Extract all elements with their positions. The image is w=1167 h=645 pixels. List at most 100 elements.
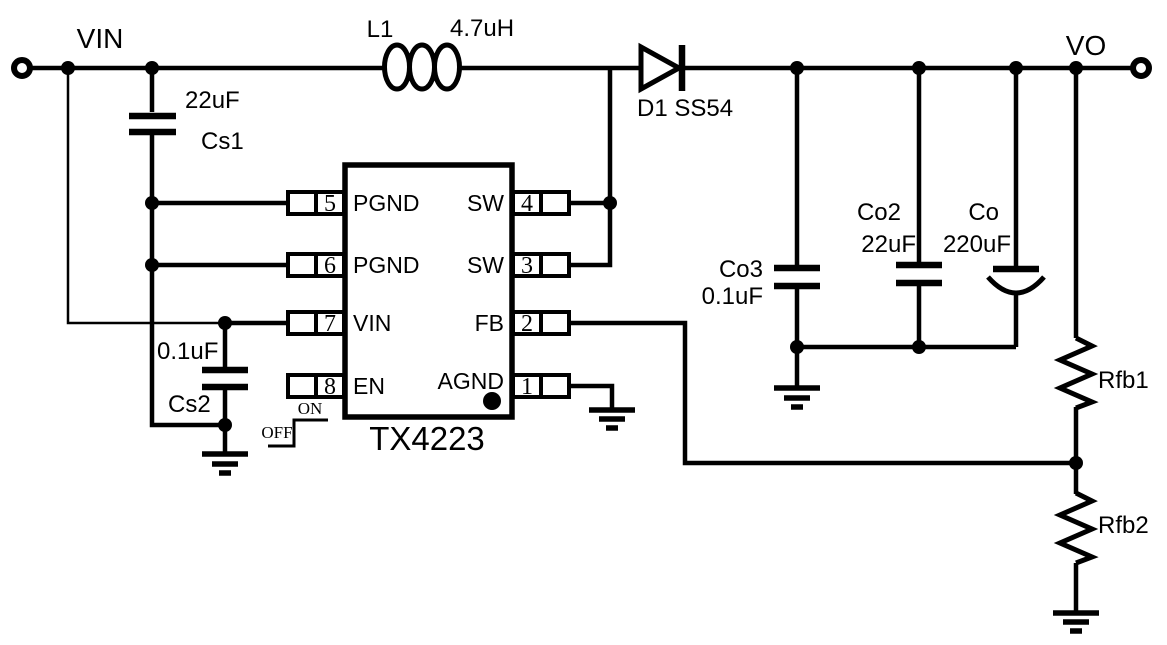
pin5-number: 5 [324, 191, 336, 217]
junction-dot [218, 418, 232, 432]
junction-dot [1069, 456, 1083, 470]
capacitor-cs1: 22uF Cs1 [129, 87, 244, 155]
vo-terminal-circle [1130, 57, 1152, 79]
pin7-outer-box [286, 310, 318, 336]
co-ref-label: Co [968, 199, 999, 226]
pin5-label: PGND [353, 190, 419, 216]
capacitor-cs2: 0.1uF Cs2 [157, 338, 248, 418]
junction-dot [61, 61, 75, 75]
pin1-number: 1 [521, 374, 533, 400]
co2-ref-label: Co2 [857, 199, 901, 226]
cs2-ref-label: Cs2 [168, 391, 211, 418]
vin-terminal-circle [11, 57, 33, 79]
pin8-number-box [314, 373, 346, 399]
pin1-label: AGND [438, 368, 504, 394]
cs1-value-label: 22uF [185, 87, 240, 114]
inductor-coil-loop [382, 42, 412, 92]
wire-vin-sense [66, 68, 225, 325]
co3-value-label: 0.1uF [702, 283, 763, 310]
ic-part-number: TX4223 [369, 420, 485, 457]
pin3-number: 3 [521, 253, 533, 279]
rfb2-zigzag [1053, 490, 1099, 566]
capacitor-co: Co 220uF [943, 199, 1046, 296]
ic-pin-7: 7 VIN [286, 310, 391, 337]
pin6-outer-box [286, 252, 318, 278]
pin7-number: 7 [324, 311, 336, 337]
junction-dot [218, 316, 232, 330]
junction-dot [790, 340, 804, 354]
pin5-number-box [314, 190, 346, 216]
inductor-l1: L1 4.7uH [367, 15, 514, 92]
enable-off-label: OFF [261, 423, 292, 442]
pin6-label: PGND [353, 252, 419, 278]
co3-ref-label: Co3 [719, 256, 763, 283]
wire-cs1-bottom [149, 134, 225, 428]
diode-d1: D1 SS54 [637, 42, 733, 122]
pin8-label: EN [353, 373, 385, 399]
pin6-number-box [314, 252, 346, 278]
inductor-coil-loop [407, 42, 437, 92]
ic-body [342, 162, 515, 420]
junction-dot [145, 61, 159, 75]
vin-terminal: VIN [11, 23, 124, 79]
enable-on-label: ON [298, 399, 323, 418]
ground-cs2 [202, 451, 248, 476]
pin5-outer-box [286, 190, 318, 216]
co-plate-curved [986, 275, 1046, 296]
pin2-label: FB [475, 310, 504, 336]
diode-label: D1 SS54 [637, 95, 733, 122]
junction-dot [1069, 61, 1083, 75]
rfb1-zigzag [1053, 335, 1099, 411]
pin6-number: 6 [324, 253, 336, 279]
co-value-label: 220uF [943, 231, 1011, 258]
ground-rfb2 [1053, 610, 1099, 634]
wire-fb-feedback [569, 320, 1076, 466]
pin2-number: 2 [521, 311, 533, 337]
cs1-ref-label: Cs1 [201, 128, 244, 155]
pin3-label: SW [467, 252, 504, 278]
enable-waveform: ON OFF [261, 399, 328, 448]
pin8-outer-box [286, 373, 318, 399]
ic-pin-3: 3 SW [467, 252, 571, 279]
inductor-ref-label: L1 [367, 16, 394, 43]
co2-value-label: 22uF [861, 231, 916, 258]
rfb2-ref-label: Rfb2 [1098, 512, 1149, 539]
vo-terminal: VO [1066, 30, 1152, 79]
junction-dot [912, 61, 926, 75]
junction-dots [61, 61, 1083, 470]
ic-pin-4: 4 SW [467, 190, 571, 217]
pin7-label: VIN [353, 310, 391, 336]
ground-co3 [774, 385, 820, 410]
ground-agnd [589, 407, 635, 431]
pin7-number-box [314, 310, 346, 336]
pin1-marker-dot [483, 392, 501, 410]
cs2-value-label: 0.1uF [157, 338, 218, 365]
pin2-outer-box [539, 310, 571, 336]
inductor-value-label: 4.7uH [450, 15, 514, 42]
enable-step-line [268, 418, 328, 448]
junction-dot [145, 196, 159, 210]
capacitor-co3: Co3 0.1uF [702, 256, 820, 310]
wire-agnd-pin1 [569, 383, 615, 408]
junction-dot [603, 196, 617, 210]
pin4-outer-box [539, 190, 571, 216]
ic-pin-1: 1 AGND [438, 368, 571, 410]
diode-triangle [638, 42, 685, 94]
vo-net-label: VO [1066, 30, 1106, 61]
pin3-outer-box [539, 252, 571, 278]
pin1-outer-box [539, 373, 571, 399]
ic-pin-2: 2 FB [475, 310, 571, 337]
capacitor-co2: Co2 22uF [857, 199, 942, 287]
ic-pin-8: 8 EN [286, 373, 385, 400]
junction-dot [790, 61, 804, 75]
pin8-number: 8 [324, 374, 336, 400]
pin4-number: 4 [521, 191, 533, 217]
inductor-coil-loop [432, 42, 462, 92]
pin4-label: SW [467, 190, 504, 216]
vin-net-label: VIN [77, 23, 124, 54]
wire-sw-branch [569, 68, 613, 268]
resistor-rfb1: Rfb1 [1053, 335, 1149, 411]
resistor-rfb2: Rfb2 [1053, 490, 1149, 566]
